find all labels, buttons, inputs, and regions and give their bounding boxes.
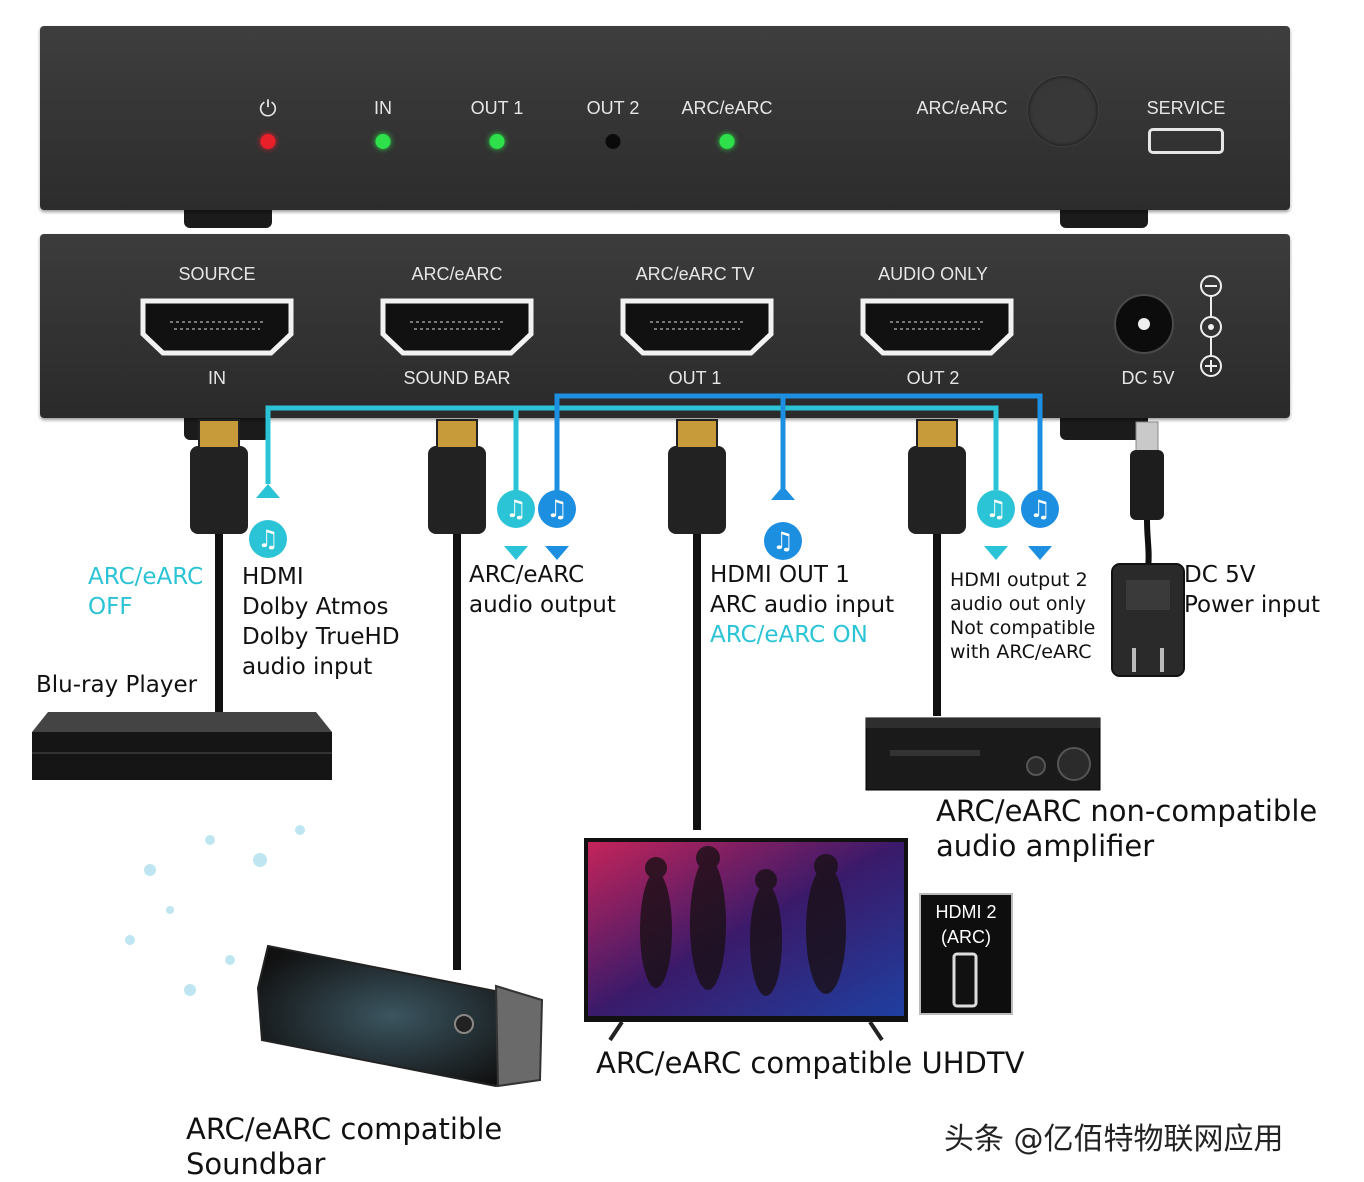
hdmi-out1-port bbox=[620, 298, 774, 356]
bluray-label: Blu-ray Player bbox=[36, 672, 198, 698]
port-out2-top-label: AUDIO ONLY bbox=[878, 264, 988, 284]
arc-led bbox=[719, 134, 735, 149]
out1-led-label: OUT 1 bbox=[470, 98, 524, 118]
out2-led-label: OUT 2 bbox=[586, 98, 640, 118]
tv-hdmi-badge: HDMI 2(ARC) bbox=[935, 902, 997, 947]
power-led bbox=[260, 134, 276, 149]
service-port bbox=[1148, 128, 1224, 154]
watermark: 头条 @亿佰特物联网应用 bbox=[944, 1122, 1284, 1157]
port-out1-bottom-label: OUT 1 bbox=[668, 368, 722, 388]
arc-button-label: ARC/eARC bbox=[916, 98, 1008, 118]
tv-label: ARC/eARC compatible UHDTV bbox=[596, 1046, 1025, 1080]
music-note-icon: ♫ bbox=[1021, 490, 1059, 528]
music-note-icon: ♫ bbox=[497, 490, 535, 528]
port-soundbar-bottom-label: SOUND BAR bbox=[403, 368, 511, 388]
hdmi-soundbar-port bbox=[380, 298, 534, 356]
service-label: SERVICE bbox=[1146, 98, 1226, 118]
arc-toggle-button[interactable] bbox=[1028, 76, 1098, 146]
port-out1-top-label: ARC/eARC TV bbox=[635, 264, 755, 284]
front-panel bbox=[40, 26, 1290, 210]
music-note-icon: ♫ bbox=[977, 490, 1015, 528]
hdmi-in-port bbox=[140, 298, 294, 356]
port-in-bottom-label: IN bbox=[208, 368, 226, 388]
hdmi-out2-port bbox=[860, 298, 1014, 356]
music-note-icon: ♫ bbox=[764, 522, 802, 560]
out2-led bbox=[605, 134, 621, 149]
in-led-label: IN bbox=[374, 98, 392, 118]
dc-label: DC 5V bbox=[1121, 368, 1175, 388]
arc-led-label: ARC/eARC bbox=[681, 98, 773, 118]
music-note-icon: ♫ bbox=[249, 520, 287, 558]
out1-led bbox=[489, 134, 505, 149]
port-in-top-label: SOURCE bbox=[178, 264, 256, 284]
port-soundbar-top-label: ARC/eARC bbox=[411, 264, 503, 284]
in-led bbox=[375, 134, 391, 149]
dc-jack bbox=[1116, 296, 1172, 352]
power-icon: ⏻ bbox=[259, 96, 277, 121]
port-out2-bottom-label: OUT 2 bbox=[906, 368, 960, 388]
music-note-icon: ♫ bbox=[538, 490, 576, 528]
polarity-icon bbox=[1200, 275, 1222, 377]
